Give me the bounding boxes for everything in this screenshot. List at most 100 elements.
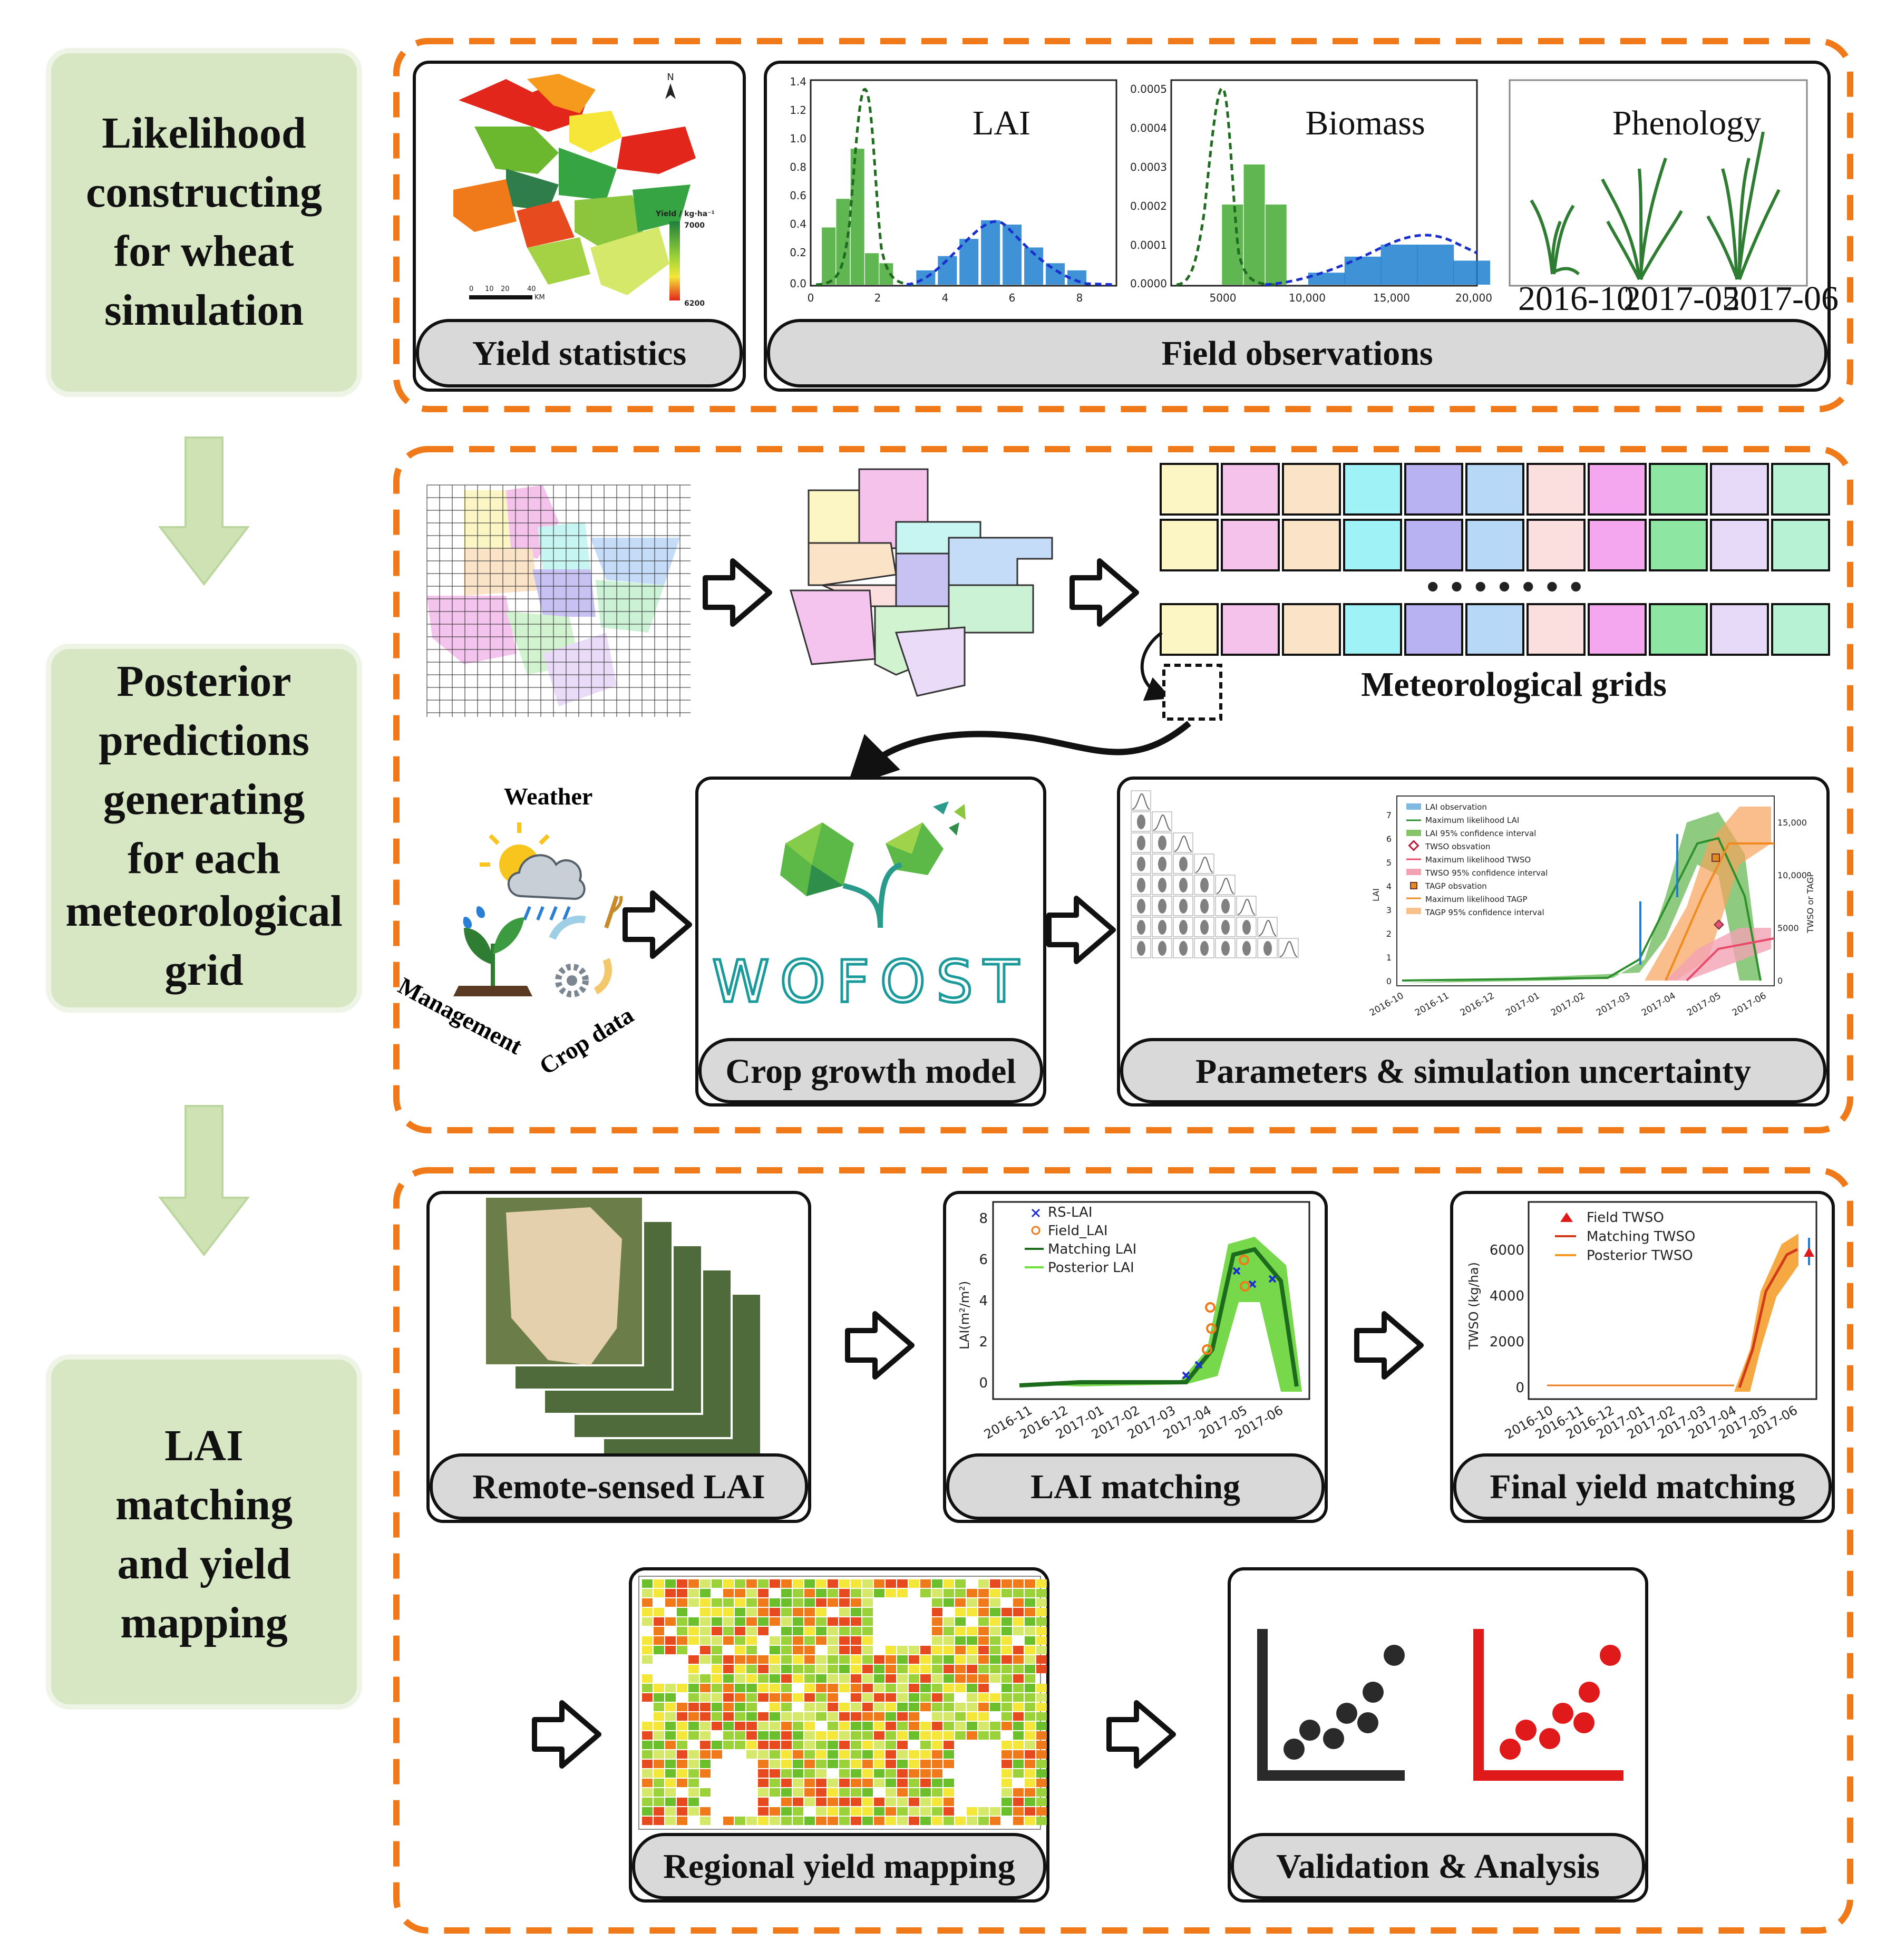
yield-pixel: [909, 1798, 919, 1806]
svg-text:7000: 7000: [684, 221, 705, 230]
yield-pixel: [758, 1655, 769, 1664]
yield-pixel: [839, 1750, 850, 1759]
svg-text:1.0: 1.0: [790, 132, 806, 145]
yield-pixel: [758, 1788, 769, 1797]
yield-pixel: [1036, 1579, 1047, 1588]
yield-pixel: [712, 1646, 722, 1654]
yield-pixel: [816, 1589, 827, 1597]
yield-pixel: [839, 1684, 850, 1692]
met-grid-cell: [1526, 463, 1586, 516]
stage-label-mapping: LAI matching and yield mapping: [46, 1354, 362, 1710]
yield-pixel: [770, 1731, 780, 1740]
yield-pixel: [642, 1807, 653, 1816]
yield-pixel: [758, 1617, 769, 1626]
svg-text:TAGP 95% confidence interval: TAGP 95% confidence interval: [1425, 908, 1544, 917]
yield-pixel: [816, 1712, 827, 1721]
yield-pixel: [688, 1779, 699, 1787]
yield-pixel: [932, 1817, 942, 1825]
yield-pixel: [793, 1655, 803, 1664]
yield-pixel: [851, 1665, 861, 1673]
yield-pixel: [735, 1579, 745, 1588]
svg-text:4: 4: [1386, 881, 1392, 891]
yield-pixel: [967, 1646, 977, 1654]
yield-pixel: [642, 1693, 653, 1702]
yield-pixel: [700, 1655, 711, 1664]
corner-contour: [1137, 920, 1145, 935]
arrow-zones-to-met: [1069, 558, 1139, 627]
yield-pixel: [770, 1636, 780, 1645]
yield-pixel: [712, 1741, 722, 1749]
yield-pixel: [1013, 1722, 1024, 1730]
yield-pixel: [1013, 1589, 1024, 1597]
met-grid-cell: [1710, 603, 1769, 656]
met-grid-cell: [1343, 519, 1402, 571]
yield-pixel: [1025, 1750, 1035, 1759]
yield-pixel: [828, 1636, 838, 1645]
yield-pixel: [886, 1722, 896, 1730]
yield-pixel: [654, 1579, 664, 1588]
yield-pixel: [920, 1655, 931, 1664]
corner-contour: [1200, 899, 1209, 914]
svg-text:2016-10: 2016-10: [1518, 279, 1634, 318]
yield-pixel: [781, 1760, 792, 1768]
yield-pixel: [770, 1779, 780, 1787]
met-grid-cell: [1649, 519, 1708, 571]
yield-pixel: [1036, 1798, 1047, 1806]
yield-pixel: [665, 1636, 676, 1645]
yield-pixel: [642, 1798, 653, 1806]
yield-pixel: [1036, 1617, 1047, 1626]
yield-pixel: [654, 1703, 664, 1711]
corner-contour: [1137, 836, 1145, 850]
yield-pixel: [1025, 1627, 1035, 1635]
yield-pixel: [758, 1750, 769, 1759]
yield-pixel: [944, 1731, 954, 1740]
yield-pixel: [700, 1750, 711, 1759]
yield-pixel: [735, 1741, 745, 1749]
yield-pixel: [1002, 1636, 1012, 1645]
yield-pixel: [1013, 1760, 1024, 1768]
yield-pixel: [828, 1579, 838, 1588]
yield-pixel: [920, 1674, 931, 1683]
yield-pixel: [770, 1665, 780, 1673]
yield-pixel: [758, 1579, 769, 1588]
yield-pixel: [990, 1579, 1000, 1588]
yield-pixel: [723, 1636, 734, 1645]
yield-pixel: [770, 1712, 780, 1721]
yield-pixel: [793, 1722, 803, 1730]
corner-contour: [1200, 878, 1209, 892]
yield-pixel: [804, 1684, 815, 1692]
yield-pixel: [654, 1722, 664, 1730]
yield-pixel: [1025, 1636, 1035, 1645]
yield-pixel: [967, 1807, 977, 1816]
yield-pixel: [793, 1693, 803, 1702]
yield-pixel: [1013, 1684, 1024, 1692]
yield-pixel: [804, 1769, 815, 1778]
yield-pixel: [874, 1741, 884, 1749]
yield-pixel: [781, 1769, 792, 1778]
arrow-lai-to-final: [1354, 1311, 1424, 1380]
yield-pixel: [654, 1636, 664, 1645]
yield-pixel: [862, 1579, 873, 1588]
yield-pixel: [758, 1712, 769, 1721]
yield-pixel: [967, 1636, 977, 1645]
yield-pixel: [804, 1636, 815, 1645]
yield-pixel: [758, 1741, 769, 1749]
yield-pixel: [712, 1598, 722, 1607]
yield-pixel: [746, 1722, 757, 1730]
yield-pixel: [909, 1684, 919, 1692]
yield-pixel: [816, 1750, 827, 1759]
stage-label-posterior: Posterior predictions generating for eac…: [46, 644, 362, 1013]
svg-text:2000: 2000: [1490, 1334, 1524, 1350]
yield-pixel: [920, 1579, 931, 1588]
yield-pixel: [897, 1807, 908, 1816]
svg-text:Matching TWSO: Matching TWSO: [1587, 1229, 1695, 1245]
zone-map: [790, 468, 1053, 697]
yield-pixel: [862, 1646, 873, 1654]
svg-text:20: 20: [501, 285, 510, 293]
yield-pixel: [944, 1617, 954, 1626]
yield-pixel: [990, 1674, 1000, 1683]
yield-pixel: [688, 1798, 699, 1806]
yield-pixel: [758, 1779, 769, 1787]
yield-pixel: [920, 1788, 931, 1797]
yield-pixel: [839, 1655, 850, 1664]
